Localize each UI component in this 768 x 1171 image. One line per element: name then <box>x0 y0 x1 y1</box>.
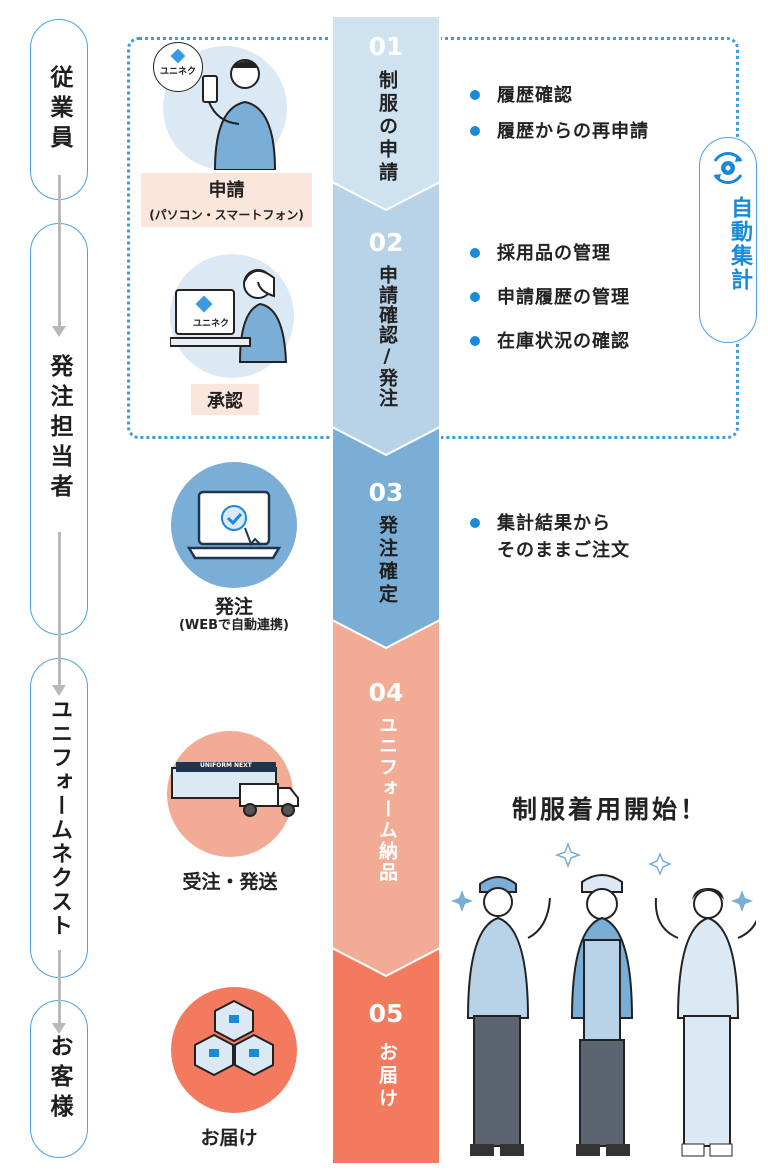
step1-bullets: 履歴確認 履歴からの再申請 <box>470 82 649 145</box>
role-label: ユニフォームネクスト <box>47 698 72 938</box>
worker-cook-figure <box>570 874 634 1156</box>
role-label: お客様 <box>46 1034 72 1124</box>
step-05-shape <box>331 946 441 1165</box>
approve-caption: 承認 <box>207 391 243 412</box>
person-with-phone-icon <box>202 59 277 171</box>
bullet-dot-icon <box>470 336 480 346</box>
step-01-number: 01 <box>368 32 404 61</box>
approve-screen-logo: ユニネク <box>192 319 229 329</box>
worker-nurse-figure <box>654 888 756 1157</box>
flow-arrow-head <box>52 1023 66 1034</box>
bullet-text: 履歴確認 <box>497 85 573 106</box>
step-03-number: 03 <box>368 478 404 507</box>
bullet-dot-icon <box>470 248 480 258</box>
apply-caption-box: 申請 (パソコン・スマートフォン) <box>141 173 312 227</box>
step-01-label: 制服の申請 <box>376 70 398 185</box>
bullet-text: 申請履歴の管理 <box>497 287 630 308</box>
order-subcaption: (WEBで自動連携) <box>178 618 289 633</box>
logo-text: ユニネク <box>159 67 196 77</box>
order-illustration <box>171 462 297 588</box>
order-caption: 発注 <box>214 596 253 618</box>
flow-arrow-head <box>52 326 66 337</box>
bullet-dot-icon <box>470 90 480 100</box>
step-04-number: 04 <box>368 678 404 707</box>
logo-cube-icon <box>170 48 186 64</box>
logo-badge: ユニネク <box>153 42 203 92</box>
headline: 制服着用開始！ <box>511 795 708 824</box>
step-02-label: 申請確認/発注 <box>376 265 398 408</box>
bullet-dot-icon <box>470 292 480 302</box>
bullet-dot-icon <box>470 518 480 528</box>
step-04-label: ユニフォーム納品 <box>376 715 398 883</box>
step-02-number: 02 <box>368 228 404 257</box>
list-item: 在庫状況の確認 <box>470 328 630 355</box>
role-uniform-next: ユニフォームネクスト <box>30 658 88 978</box>
flow-arrow-line <box>58 532 61 686</box>
role-employee: 従業員 <box>30 19 88 200</box>
bullet-text: 履歴からの再申請 <box>497 121 649 142</box>
bullet-dot-icon <box>470 126 480 136</box>
list-item: 履歴確認 <box>470 82 649 109</box>
truck-label: UNIFORM NEXT <box>200 762 252 769</box>
role-label: 従業員 <box>46 64 72 155</box>
deliver-illustration <box>171 987 297 1113</box>
auto-total-badge: 自動集計 <box>699 137 757 343</box>
apply-caption: 申請 <box>208 180 245 201</box>
list-item: 履歴からの再申請 <box>470 118 649 145</box>
bullet-text: 採用品の管理 <box>497 243 611 264</box>
step-column <box>331 15 441 1165</box>
truck-icon <box>171 762 299 817</box>
list-item: 集計結果から そのままご注文 <box>470 510 630 564</box>
step-03-label: 発注確定 <box>376 515 398 607</box>
workers-illustration <box>466 874 756 1157</box>
role-label: 発注担当者 <box>46 354 72 504</box>
sparkle-icons <box>451 841 753 912</box>
approve-illustration <box>169 254 294 378</box>
bullet-text: 在庫状況の確認 <box>497 331 630 352</box>
list-item: 申請履歴の管理 <box>470 284 630 311</box>
apply-subcaption: (パソコン・スマートフォン) <box>149 208 304 222</box>
step2-bullets: 採用品の管理 申請履歴の管理 在庫状況の確認 <box>470 240 630 355</box>
step-05-label: お届け <box>376 1042 398 1111</box>
worker-mechanic-figure <box>466 876 551 1156</box>
ship-caption: 受注・発送 <box>182 871 278 893</box>
flow-arrow-line <box>58 950 61 1024</box>
step3-bullets: 集計結果から そのままご注文 <box>470 510 630 564</box>
flow-arrow-head <box>52 685 66 696</box>
person-at-computer-icon <box>169 269 288 363</box>
gear-refresh-icon <box>713 151 743 185</box>
approve-caption-box: 承認 <box>191 384 259 415</box>
laptop-checkmark-icon <box>186 490 282 560</box>
auto-total-label: 自動集計 <box>727 196 752 292</box>
bullet-text: 集計結果から そのままご注文 <box>497 513 630 561</box>
flow-arrow-line <box>58 175 61 327</box>
step-05-number: 05 <box>368 999 404 1028</box>
boxes-icon <box>194 999 274 1077</box>
deliver-caption: お届け <box>200 1127 258 1149</box>
list-item: 採用品の管理 <box>470 240 630 267</box>
